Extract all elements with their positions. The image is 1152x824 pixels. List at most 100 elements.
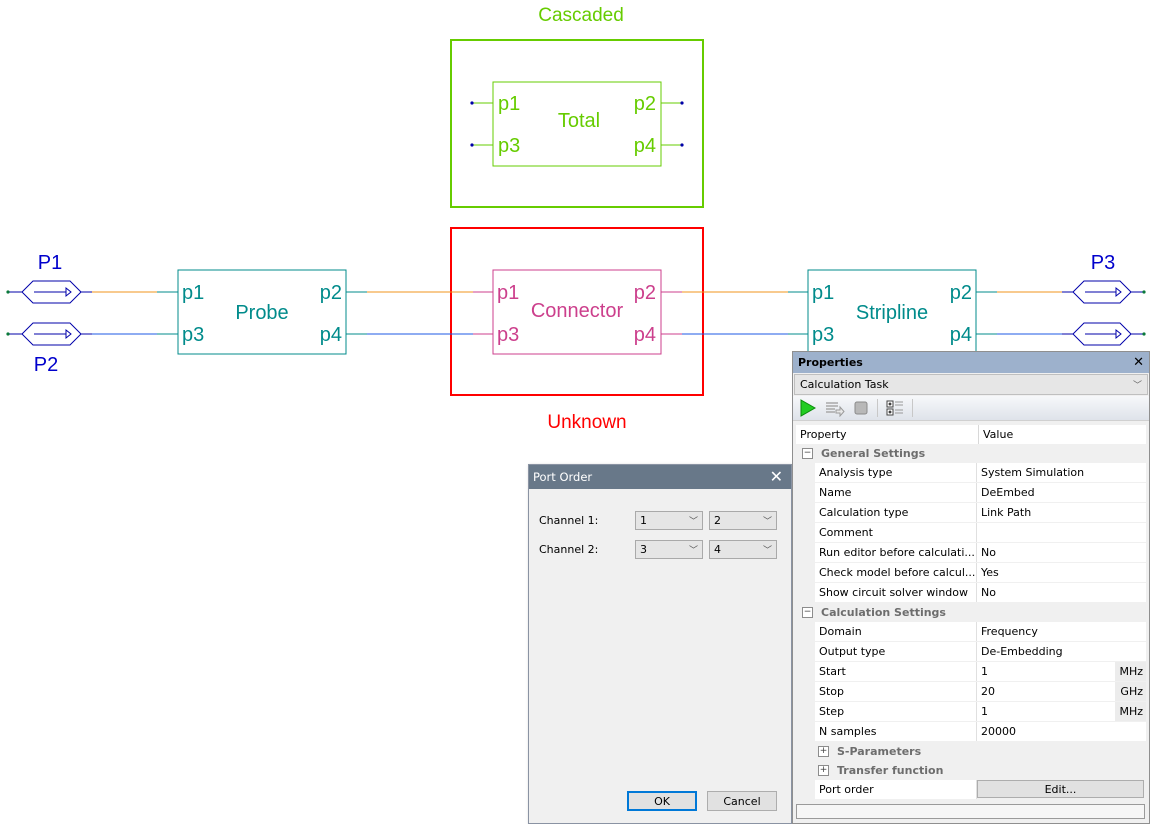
connector-port-p4: p4 <box>634 324 656 346</box>
unit-label[interactable]: MHz <box>1115 702 1146 721</box>
property-row-port-order[interactable]: Port order Edit... <box>815 780 1146 800</box>
property-key: N samples <box>815 722 977 741</box>
unit-label[interactable]: MHz <box>1115 662 1146 681</box>
channel-1-port-b-value: 2 <box>714 514 721 527</box>
collapse-icon[interactable]: − <box>802 448 813 459</box>
channel-2-row: Channel 2: 3 ﹀ 4 ﹀ <box>539 540 783 559</box>
unknown-label: Unknown <box>547 412 626 433</box>
channel-1-port-b-select[interactable]: 2 ﹀ <box>709 511 777 530</box>
property-value[interactable]: 20 <box>977 682 1115 701</box>
chevron-down-icon: ﹀ <box>762 517 772 527</box>
total-block[interactable]: p1 p2 p3 p4 Total <box>470 81 684 167</box>
property-value[interactable]: 1 <box>977 662 1115 681</box>
property-value[interactable]: Yes <box>977 563 1146 582</box>
property-key: Run editor before calculati... <box>815 543 977 562</box>
property-value[interactable]: 1 <box>977 702 1115 721</box>
chevron-down-icon: ﹀ <box>688 517 698 527</box>
total-port-p3: p3 <box>498 135 520 157</box>
channel-2-port-a-select[interactable]: 3 ﹀ <box>635 540 703 559</box>
property-value[interactable]: 20000 <box>977 722 1146 741</box>
channel-2-port-b-select[interactable]: 4 ﹀ <box>709 540 777 559</box>
properties-toolbar <box>793 396 1149 421</box>
ok-button[interactable]: OK <box>627 791 697 811</box>
property-value[interactable]: System Simulation <box>977 463 1146 482</box>
property-value[interactable]: Frequency <box>977 622 1146 641</box>
port-order-dialog-titlebar[interactable]: Port Order ✕ <box>529 465 791 489</box>
close-icon[interactable]: ✕ <box>769 467 783 486</box>
property-value[interactable]: DeEmbed <box>977 483 1146 502</box>
subcategory-transfer-function[interactable]: + Transfer function <box>796 761 1146 780</box>
property-value[interactable]: No <box>977 583 1146 602</box>
property-grid-header: Property Value <box>796 425 1146 444</box>
property-row-comment[interactable]: Comment <box>815 523 1146 543</box>
subcategory-s-parameters[interactable]: + S-Parameters <box>796 742 1146 761</box>
port-p2-label: P2 <box>34 354 58 376</box>
cancel-button[interactable]: Cancel <box>707 791 777 811</box>
subcategory-label: S-Parameters <box>837 745 922 758</box>
property-key: Name <box>815 483 977 502</box>
channel-2-label: Channel 2: <box>539 543 599 556</box>
category-general-settings[interactable]: − General Settings <box>796 444 1146 463</box>
channel-1-row: Channel 1: 1 ﹀ 2 ﹀ <box>539 511 783 530</box>
property-value[interactable]: No <box>977 543 1146 562</box>
cascaded-label: Cascaded <box>538 5 624 26</box>
channel-1-label: Channel 1: <box>539 514 599 527</box>
object-selector[interactable]: Calculation Task ﹀ <box>794 374 1148 395</box>
property-value[interactable]: De-Embedding <box>977 642 1146 661</box>
property-key: Comment <box>815 523 977 542</box>
property-column-header[interactable]: Property <box>796 425 979 444</box>
property-value[interactable] <box>977 523 1146 542</box>
connector-port-p1: p1 <box>497 282 519 304</box>
connector-block[interactable]: p1 p2 p3 p4 Connector <box>492 269 662 355</box>
property-row-run-editor[interactable]: Run editor before calculati...No <box>815 543 1146 563</box>
probe-block[interactable]: p1 p2 p3 p4 Probe <box>177 269 347 355</box>
unit-label[interactable]: GHz <box>1115 682 1146 701</box>
port-p2[interactable]: P2 <box>6 322 92 376</box>
close-icon[interactable]: ✕ <box>1133 355 1144 370</box>
property-key: Calculation type <box>815 503 977 522</box>
total-port-p1: p1 <box>498 93 520 115</box>
port-p3[interactable]: P3 <box>1062 252 1146 304</box>
stripline-block-name: Stripline <box>856 302 928 324</box>
port-p1[interactable]: P1 <box>6 252 92 304</box>
play-icon[interactable] <box>799 399 817 417</box>
port-p4[interactable] <box>1062 322 1146 346</box>
run-list-icon[interactable] <box>825 399 845 417</box>
stop-icon[interactable] <box>853 400 869 416</box>
property-row-check-model[interactable]: Check model before calcul...Yes <box>815 563 1146 583</box>
property-key: Show circuit solver window <box>815 583 977 602</box>
category-label: General Settings <box>821 447 926 460</box>
port-order-edit-button[interactable]: Edit... <box>977 780 1144 798</box>
probe-block-name: Probe <box>235 302 288 324</box>
property-key: Output type <box>815 642 977 661</box>
probe-port-p2: p2 <box>320 282 342 304</box>
probe-port-p4: p4 <box>320 324 342 346</box>
property-key: Start <box>815 662 977 681</box>
port-order-dialog-title: Port Order <box>533 470 593 484</box>
wires <box>92 291 1062 335</box>
port-order-dialog: Port Order ✕ Channel 1: 1 ﹀ 2 ﹀ Channel … <box>528 464 792 824</box>
channel-1-port-a-select[interactable]: 1 ﹀ <box>635 511 703 530</box>
property-value[interactable]: Link Path <box>977 503 1146 522</box>
properties-titlebar[interactable]: Properties ✕ <box>793 352 1149 373</box>
category-calculation-settings[interactable]: − Calculation Settings <box>796 603 1146 622</box>
stripline-block[interactable]: p1 p2 p3 p4 Stripline <box>807 269 977 355</box>
expand-icon[interactable]: + <box>818 746 829 757</box>
value-column-header[interactable]: Value <box>983 428 1014 441</box>
collapse-icon[interactable]: − <box>802 607 813 618</box>
port-p3-label: P3 <box>1091 252 1115 274</box>
expand-icon[interactable]: + <box>818 765 829 776</box>
total-port-p2: p2 <box>634 93 656 115</box>
expand-all-icon[interactable] <box>886 399 904 417</box>
